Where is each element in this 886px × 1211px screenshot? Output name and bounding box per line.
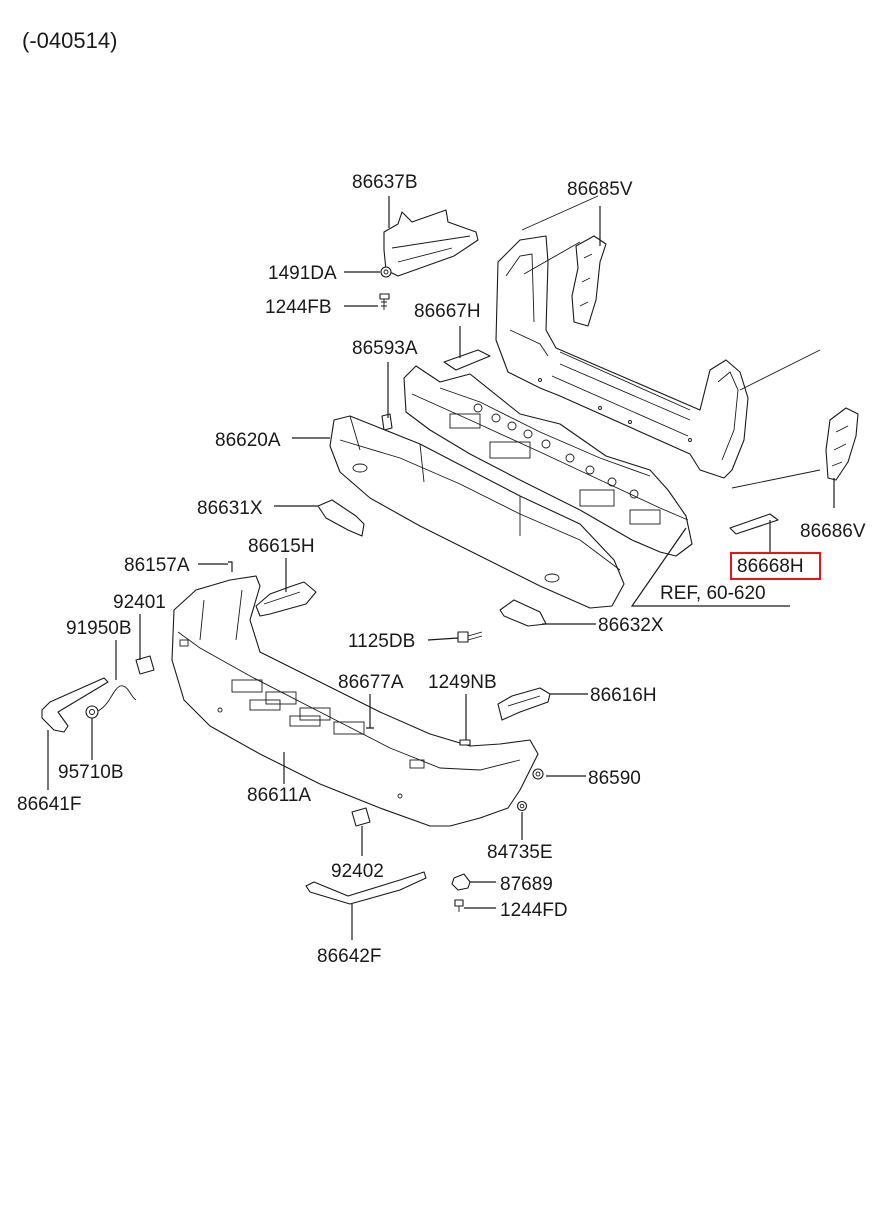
label-86611a[interactable]: 86611A [247, 785, 311, 806]
label-86157a[interactable]: 86157A [124, 555, 190, 576]
label-86641f[interactable]: 86641F [17, 794, 81, 815]
bumper-rail-drawing [403, 365, 790, 607]
energy-absorber-drawing [329, 415, 625, 609]
label-86590[interactable]: 86590 [588, 768, 641, 789]
bumper-cover-drawing [171, 575, 539, 827]
pad-92401-drawing [135, 655, 155, 675]
screw-1244fb-drawing [379, 293, 390, 310]
label-1249nb[interactable]: 1249NB [428, 672, 497, 693]
clip-87689-drawing [451, 873, 471, 891]
bracket-86615h-drawing [255, 581, 317, 617]
label-86620a[interactable]: 86620A [215, 430, 281, 451]
label-86615h[interactable]: 86615H [248, 536, 315, 557]
label-86668h[interactable]: 86668H [737, 556, 804, 577]
label-86593a[interactable]: 86593A [352, 338, 418, 359]
nut-84735e-drawing [516, 800, 528, 812]
pin-86157a-drawing [228, 561, 233, 572]
pad-92402-drawing [351, 807, 371, 827]
rear-liner-86686v-drawing [825, 407, 859, 481]
label-95710b[interactable]: 95710B [58, 762, 124, 783]
label-1244fd[interactable]: 1244FD [500, 900, 568, 921]
screw-86677a-drawing [366, 716, 374, 729]
label-84735e[interactable]: 84735E [487, 842, 553, 863]
label-92402[interactable]: 92402 [331, 861, 384, 882]
label-86637b[interactable]: 86637B [352, 172, 418, 193]
part-labels: 86637B 86685V 1491DA 1244FB 86667H 86593… [17, 172, 866, 967]
label-86685v[interactable]: 86685V [567, 179, 633, 200]
label-86632x[interactable]: 86632X [598, 615, 664, 636]
highlight-box-86668h [730, 552, 821, 580]
bracket-86637b-drawing [383, 209, 479, 277]
bracket-86632x-drawing [499, 599, 547, 627]
screw-1249nb-drawing [459, 730, 471, 746]
label-91950b[interactable]: 91950B [66, 618, 132, 639]
label-86667h[interactable]: 86667H [414, 301, 481, 322]
label-86686v[interactable]: 86686V [800, 521, 866, 542]
rear-body-panel-drawing [495, 195, 821, 489]
label-86616h[interactable]: 86616H [590, 685, 657, 706]
molding-86641f-drawing [41, 677, 109, 733]
label-1125db[interactable]: 1125DB [348, 631, 415, 652]
strip-86667h-drawing [443, 349, 491, 371]
clip-86593a-drawing [381, 413, 393, 431]
label-ref-60-620[interactable]: REF, 60-620 [660, 583, 766, 604]
nut-1491da-drawing [380, 266, 392, 278]
leader-lines [47, 196, 835, 940]
rear-liner-86685v-drawing [571, 235, 607, 327]
label-1491da[interactable]: 1491DA [268, 263, 337, 284]
label-92401[interactable]: 92401 [113, 592, 166, 613]
label-87689[interactable]: 87689 [500, 874, 553, 895]
label-86677a[interactable]: 86677A [338, 672, 404, 693]
label-86631x[interactable]: 86631X [197, 498, 263, 519]
bolt-1125db-drawing [457, 631, 483, 643]
nut-86590-drawing [532, 768, 544, 780]
label-1244fb[interactable]: 1244FB [265, 297, 332, 318]
catalog-code-header: (-040514) [22, 28, 117, 53]
bracket-86616h-drawing [497, 687, 551, 721]
bracket-86631x-drawing [317, 499, 365, 537]
screw-1244fd-drawing [454, 899, 464, 912]
molding-86642f-drawing [305, 871, 427, 905]
label-86642f[interactable]: 86642F [317, 946, 381, 967]
strip-86668h-drawing [729, 513, 779, 535]
